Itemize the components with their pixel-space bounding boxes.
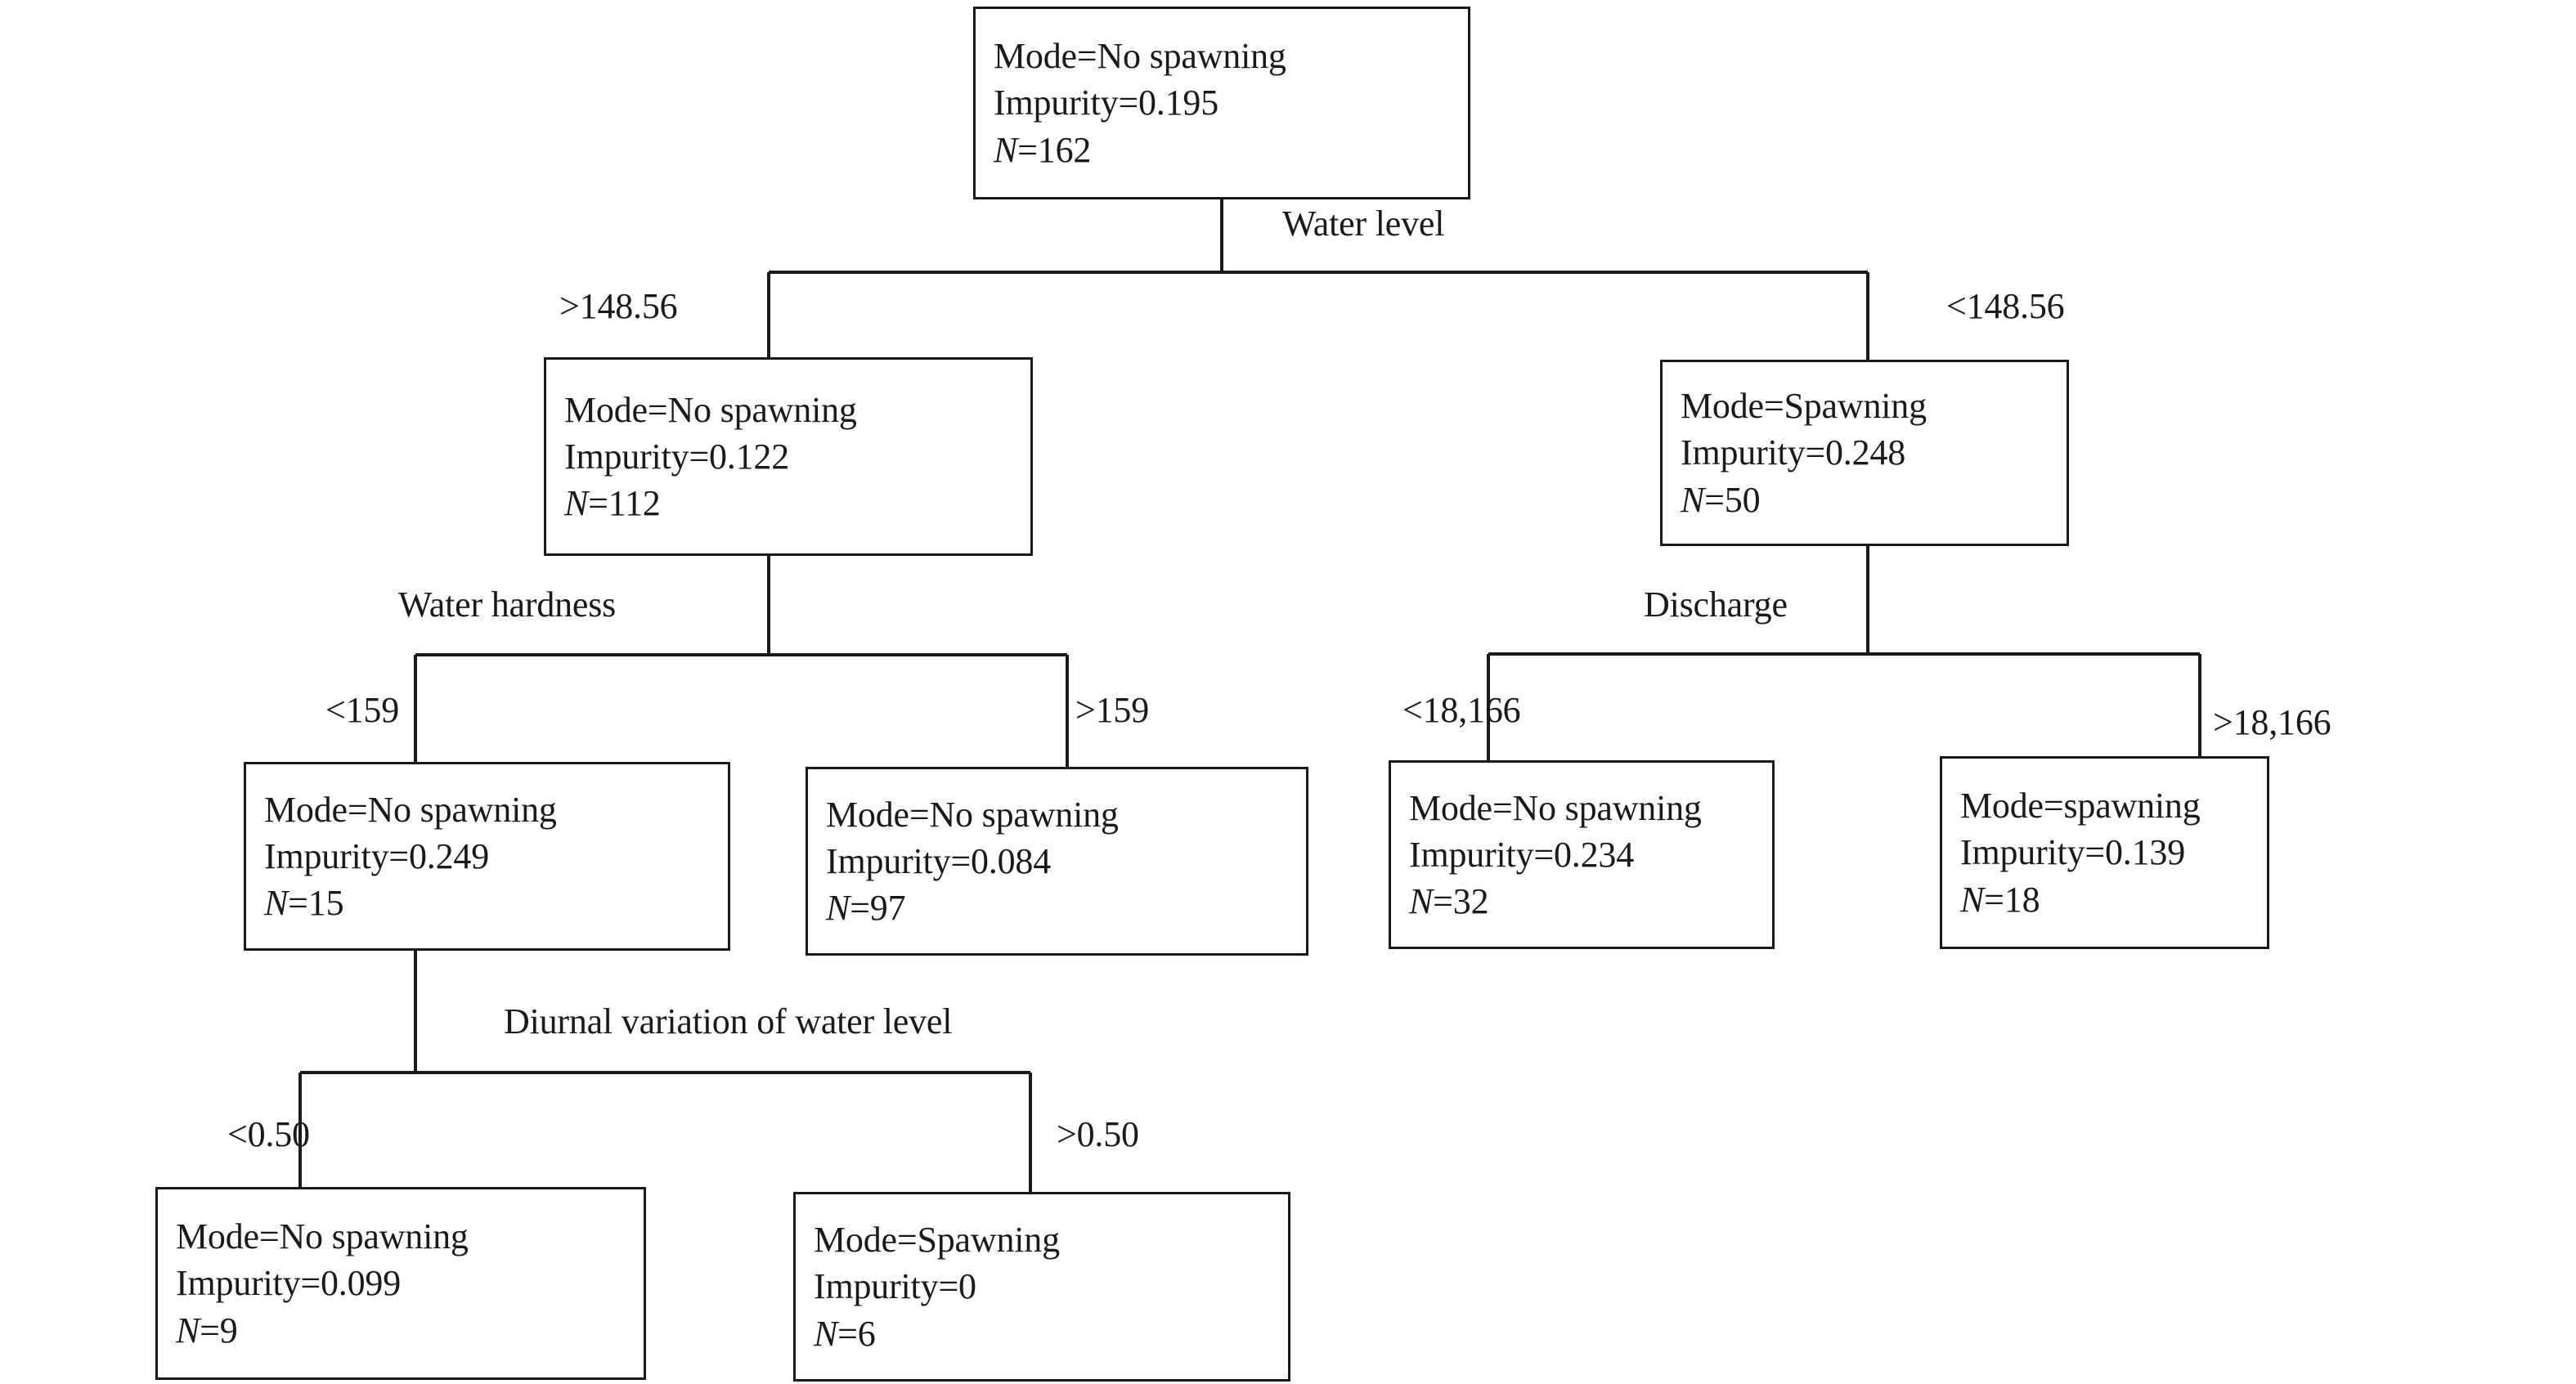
branch-wh-high: >159: [1075, 690, 1150, 730]
node-impurity-line: Impurity=0.234: [1409, 834, 1634, 875]
node-n-symbol: N: [1960, 879, 1985, 920]
node-n-line: N=6: [814, 1310, 1280, 1357]
node-n-value: =32: [1433, 881, 1489, 922]
node-mode-line: Mode=No spawning: [176, 1216, 469, 1257]
node-mode-line: Mode=Spawning: [1681, 386, 1927, 427]
node-n-value: =18: [1984, 879, 2040, 920]
node-mode-line: Mode=spawning: [1960, 786, 2201, 826]
node-n-symbol: N: [564, 483, 589, 524]
node-n-line: N=18: [1960, 876, 2259, 923]
node-n-line: N=112: [564, 480, 1022, 526]
split-diurnal-variation: Diurnal variation of water level: [504, 1001, 953, 1041]
node-n-line: N=97: [826, 885, 1298, 931]
node-n-line: N=50: [1681, 477, 2058, 523]
node-impurity-line: Impurity=0: [814, 1266, 976, 1307]
node-n-value: =112: [588, 483, 661, 524]
branch-wl-low: <148.56: [1946, 286, 2065, 326]
node-impurity-line: Impurity=0.099: [176, 1263, 401, 1304]
node-n-value: =162: [1017, 129, 1092, 170]
node-impurity-line: Impurity=0.139: [1960, 832, 2185, 873]
node-n-line: N=162: [994, 127, 1460, 173]
split-water-hardness: Water hardness: [398, 585, 617, 625]
split-discharge: Discharge: [1644, 585, 1788, 625]
node-n-value: =50: [1704, 479, 1761, 520]
node-impurity-line: Impurity=0.249: [264, 835, 489, 876]
node-n-symbol: N: [1409, 881, 1434, 922]
branch-dv-high: >0.50: [1057, 1114, 1139, 1154]
node-n-line: N=9: [176, 1307, 635, 1354]
node-n-symbol: N: [176, 1310, 200, 1350]
node-n-symbol: N: [814, 1313, 838, 1354]
node-n-symbol: N: [994, 129, 1018, 170]
node-n-value: =9: [200, 1310, 238, 1350]
node-impurity-line: Impurity=0.195: [994, 83, 1218, 123]
node-n-symbol: N: [264, 883, 289, 924]
branch-wh-low: <159: [325, 690, 400, 730]
node-mode-line: Mode=No spawning: [1409, 787, 1702, 828]
branch-dv-low: <0.50: [227, 1114, 310, 1154]
branch-dis-high: >18,166: [2213, 702, 2331, 742]
node-impurity-line: Impurity=0.122: [564, 436, 789, 477]
node-n-value: =6: [837, 1313, 876, 1354]
node-mode-line: Mode=No spawning: [826, 794, 1119, 835]
node-n-value: =97: [850, 888, 906, 929]
node-mode-line: Mode=No spawning: [564, 389, 857, 430]
node-mode-line: Mode=No spawning: [994, 36, 1286, 77]
node-n-line: N=32: [1409, 878, 1764, 925]
node-impurity-line: Impurity=0.248: [1681, 432, 1905, 473]
node-n-symbol: N: [826, 888, 850, 929]
node-mode-line: Mode=Spawning: [814, 1220, 1060, 1261]
branch-dis-low: <18,166: [1402, 690, 1521, 730]
branch-wl-high: >148.56: [559, 286, 678, 326]
node-impurity-line: Impurity=0.084: [826, 840, 1051, 881]
node-mode-line: Mode=No spawning: [264, 789, 557, 830]
node-n-value: =15: [288, 883, 344, 924]
split-water-level: Water level: [1282, 204, 1445, 244]
node-n-line: N=15: [264, 880, 720, 926]
node-n-symbol: N: [1681, 479, 1705, 520]
